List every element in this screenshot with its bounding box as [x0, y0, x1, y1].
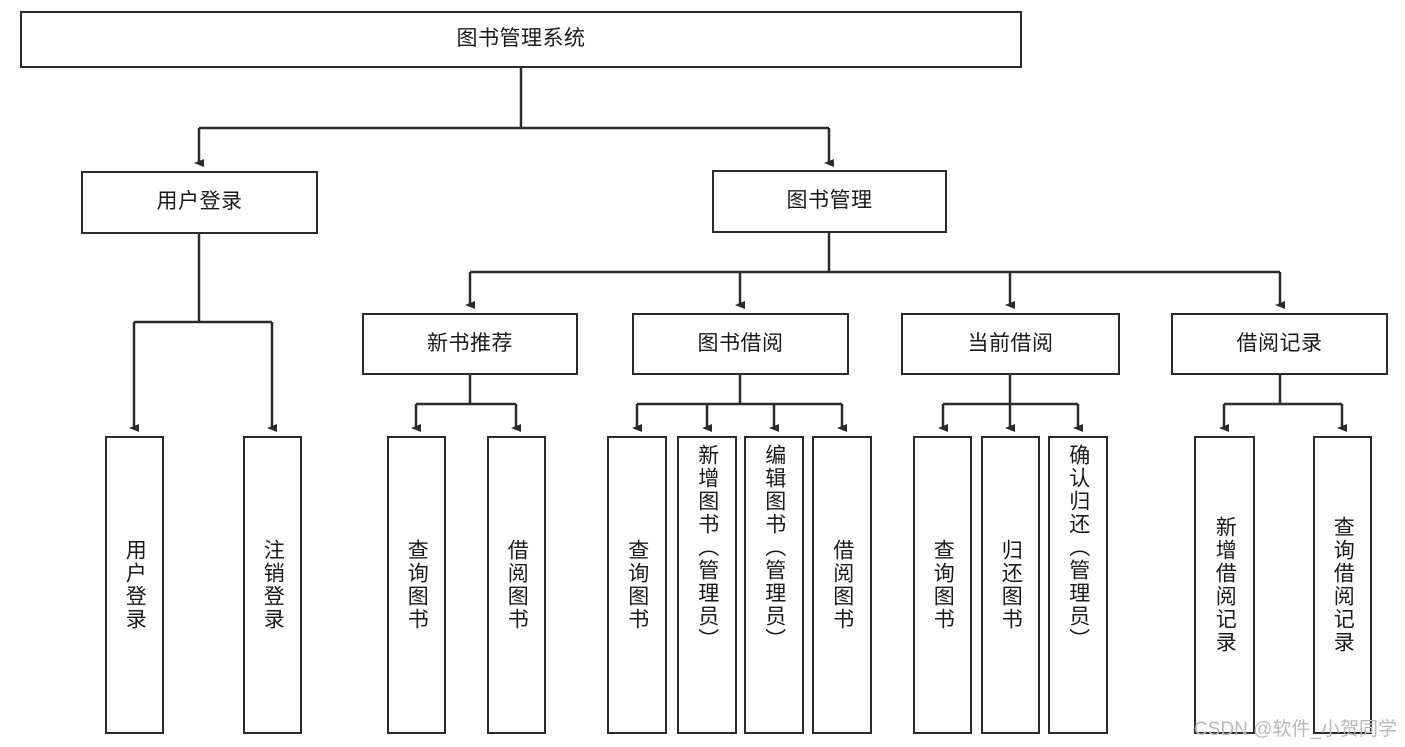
node-label: 图书管理系统 — [456, 27, 586, 51]
node-label: 图书管理 — [786, 189, 873, 213]
node-label: 新增图书（管理员） — [695, 444, 719, 651]
leaf-book-borrow-query-book[interactable]: 查询图书 — [607, 436, 667, 734]
leaf-borrow-record-add-record[interactable]: 新增借阅记录 — [1194, 436, 1255, 734]
node-label: 借阅图书 — [505, 539, 529, 631]
leaf-book-borrow-borrow-book[interactable]: 借阅图书 — [812, 436, 872, 734]
node-label: 新增借阅记录 — [1213, 516, 1237, 654]
csdn-watermark: CSDN @软件_小贺同学 — [1194, 719, 1397, 740]
node-label: 查询借阅记录 — [1331, 516, 1355, 654]
node-current-borrow[interactable]: 当前借阅 — [901, 313, 1120, 375]
leaf-user-login-login[interactable]: 用户登录 — [105, 436, 164, 734]
leaf-book-borrow-edit-book-admin[interactable]: 编辑图书（管理员） — [744, 436, 804, 734]
leaf-current-borrow-query-book[interactable]: 查询图书 — [913, 436, 972, 734]
node-root-library-management-system[interactable]: 图书管理系统 — [20, 11, 1022, 68]
leaf-user-login-logout[interactable]: 注销登录 — [243, 436, 302, 734]
node-label: 查询图书 — [931, 539, 955, 631]
node-user-login[interactable]: 用户登录 — [81, 171, 318, 234]
leaf-book-borrow-add-book-admin[interactable]: 新增图书（管理员） — [677, 436, 737, 734]
node-label: 编辑图书（管理员） — [762, 444, 786, 651]
leaf-current-borrow-confirm-return-admin[interactable]: 确认归还（管理员） — [1048, 436, 1108, 734]
leaf-new-book-borrow-book[interactable]: 借阅图书 — [487, 436, 546, 734]
node-book-management[interactable]: 图书管理 — [712, 170, 947, 233]
leaf-borrow-record-query-record[interactable]: 查询借阅记录 — [1313, 436, 1372, 734]
leaf-new-book-query-book[interactable]: 查询图书 — [387, 436, 446, 734]
node-label: 注销登录 — [261, 539, 285, 631]
node-label: 查询图书 — [405, 539, 429, 631]
node-label: 借阅图书 — [830, 539, 854, 631]
node-label: 借阅记录 — [1236, 331, 1323, 355]
node-book-borrow[interactable]: 图书借阅 — [632, 313, 849, 375]
node-label: 确认归还（管理员） — [1066, 444, 1090, 651]
node-label: 用户登录 — [156, 190, 243, 214]
node-borrow-record[interactable]: 借阅记录 — [1171, 313, 1388, 375]
node-label: 查询图书 — [625, 539, 649, 631]
node-label: 新书推荐 — [427, 331, 513, 355]
node-label: 当前借阅 — [967, 331, 1054, 355]
leaf-current-borrow-return-book[interactable]: 归还图书 — [981, 436, 1040, 734]
node-label: 图书借阅 — [697, 331, 784, 355]
node-new-book-recommend[interactable]: 新书推荐 — [362, 313, 578, 375]
node-label: 归还图书 — [999, 539, 1023, 631]
node-label: 用户登录 — [123, 539, 147, 631]
